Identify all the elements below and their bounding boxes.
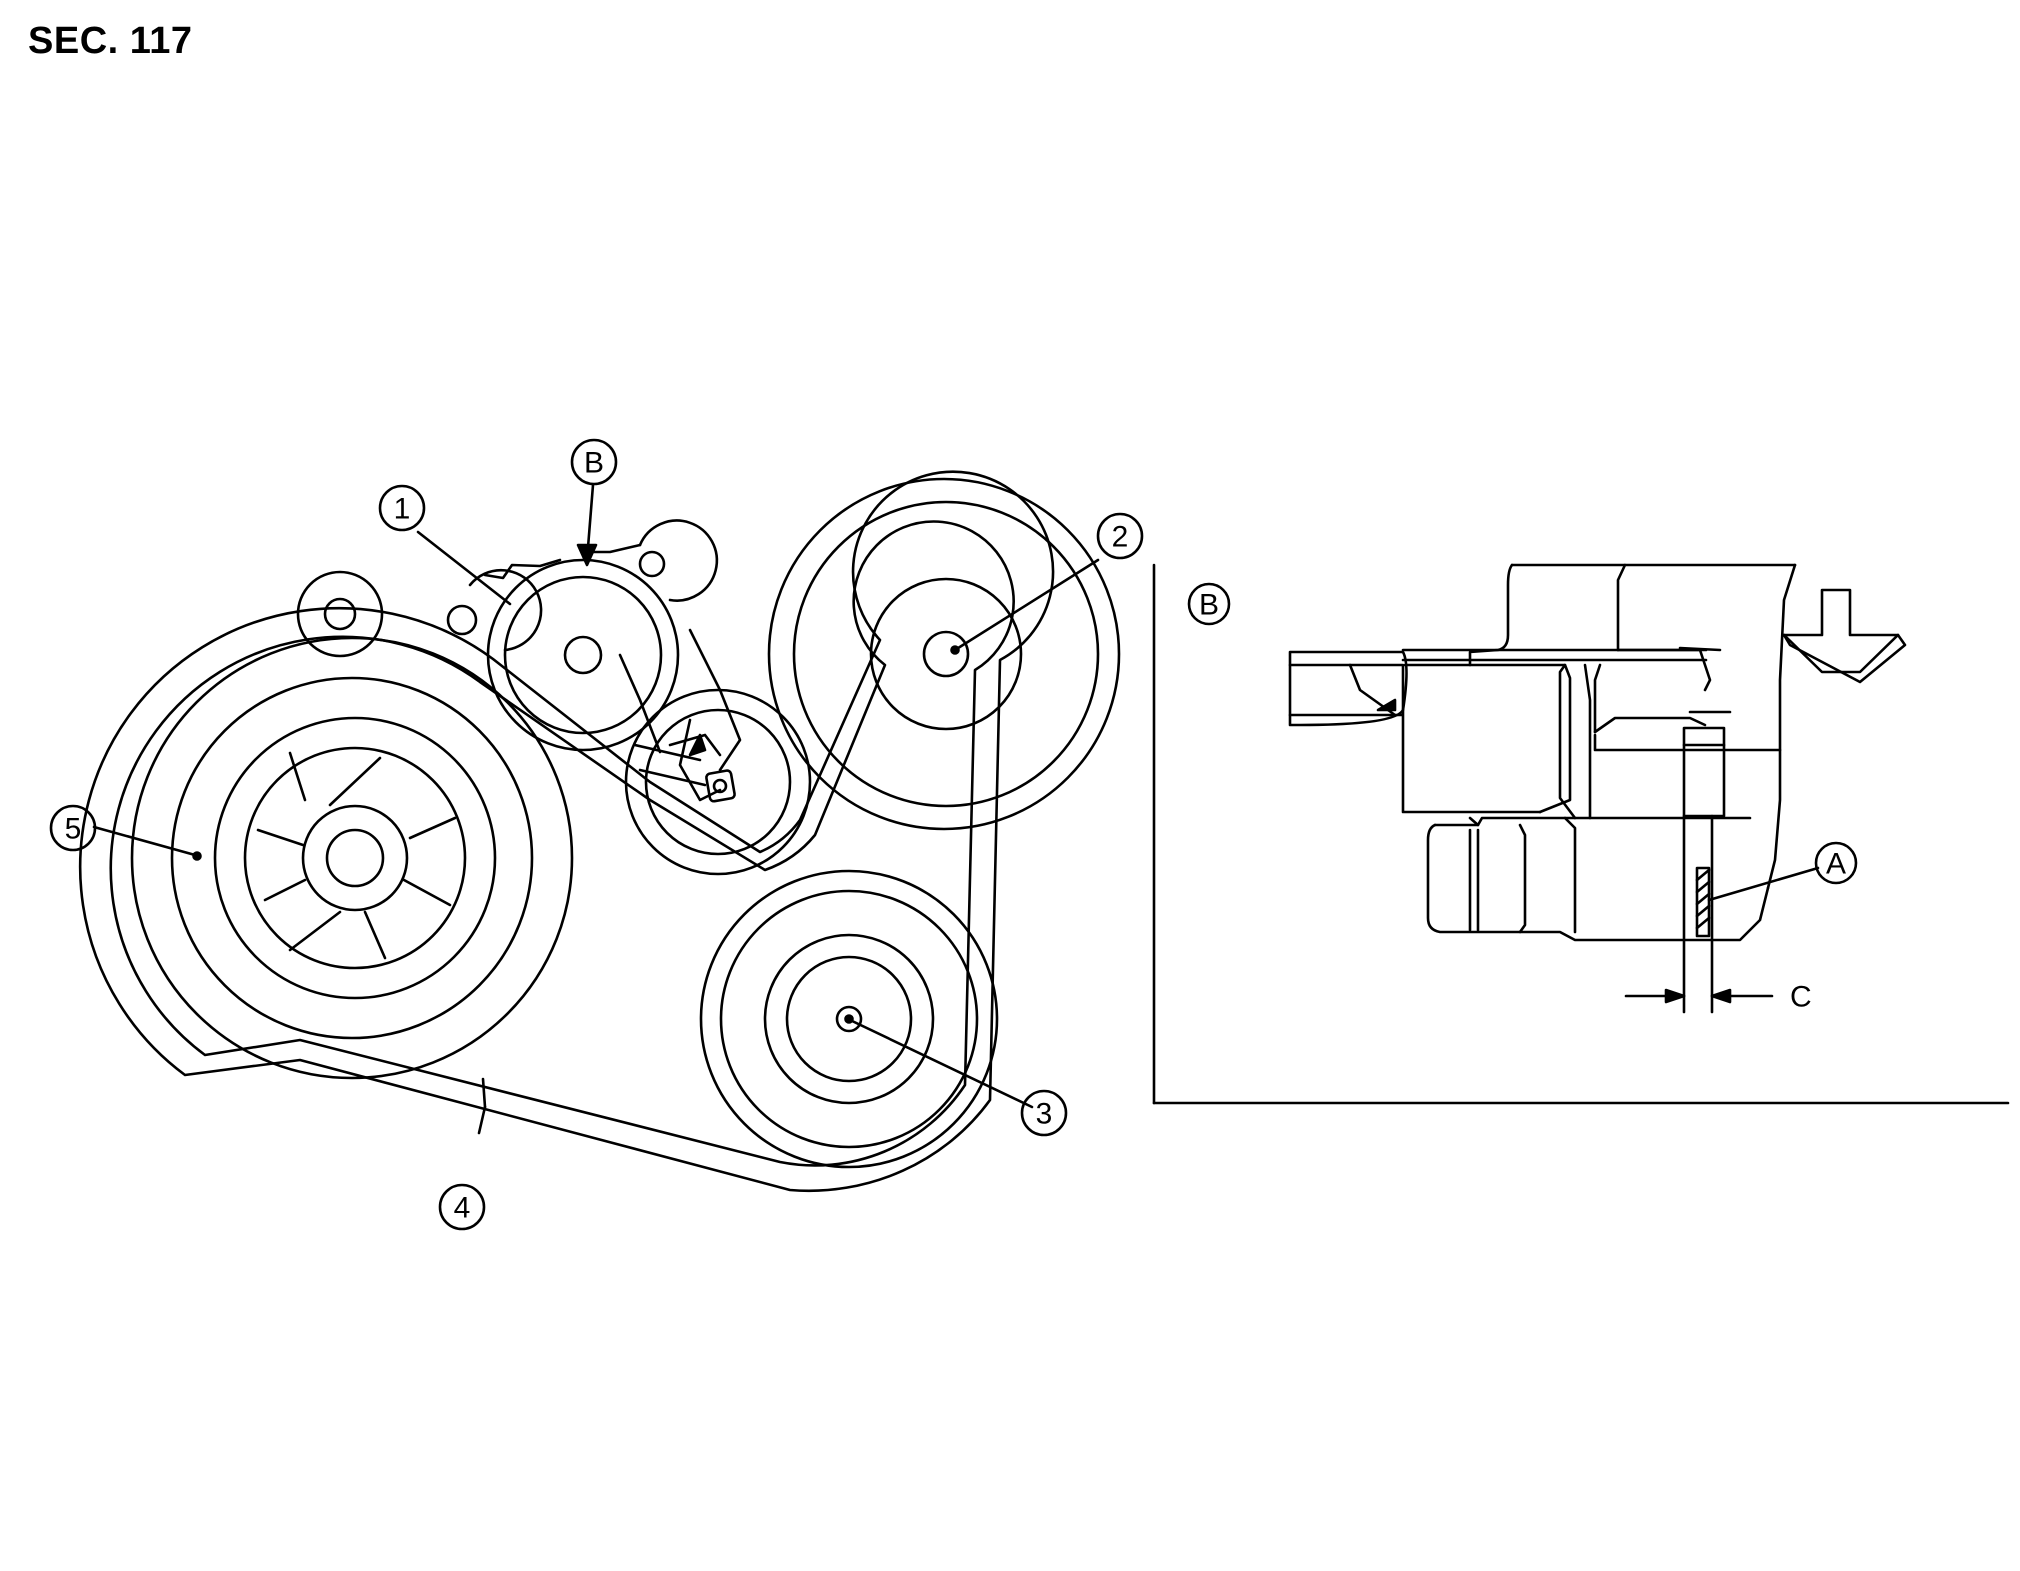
callout-b: B bbox=[570, 438, 618, 486]
detail-frame bbox=[1152, 563, 2010, 1105]
svg-text:B: B bbox=[584, 447, 604, 480]
water-pump-pulley bbox=[699, 869, 999, 1169]
idler-pulley bbox=[624, 688, 812, 876]
view-direction-arrow-icon bbox=[1782, 588, 1907, 684]
detail-view-b: B bbox=[1152, 563, 2010, 1105]
range-c-dimension: C bbox=[1624, 814, 1812, 1014]
svg-text:1: 1 bbox=[394, 493, 411, 526]
callout-detail-b: B bbox=[1187, 582, 1231, 626]
leader-lines bbox=[92, 483, 1100, 1135]
callout-5: 5 bbox=[49, 804, 97, 852]
svg-text:5: 5 bbox=[65, 813, 82, 846]
svg-text:2: 2 bbox=[1112, 521, 1129, 554]
callout-3: 3 bbox=[1020, 1089, 1068, 1137]
callout-a: A bbox=[1707, 841, 1858, 902]
svg-text:B: B bbox=[1199, 589, 1219, 622]
tensioner-body-detail bbox=[1288, 563, 1797, 942]
mounting-boss bbox=[296, 570, 384, 658]
section-number: SEC. 117 bbox=[28, 20, 193, 62]
tensioner-pulley bbox=[486, 558, 680, 752]
svg-text:A: A bbox=[1826, 848, 1846, 881]
svg-text:C: C bbox=[1790, 981, 1812, 1014]
drive-belt bbox=[78, 470, 1055, 1193]
svg-text:4: 4 bbox=[454, 1192, 471, 1225]
alternator-pulley bbox=[767, 477, 1121, 831]
belt-routing-view: 1 B 2 3 4 5 bbox=[49, 438, 1144, 1231]
callout-2: 2 bbox=[1096, 512, 1144, 560]
svg-text:3: 3 bbox=[1036, 1098, 1053, 1131]
callout-1: 1 bbox=[378, 484, 426, 532]
crankshaft-pulley bbox=[130, 636, 574, 1080]
pulley-spokes bbox=[256, 751, 457, 960]
callout-4: 4 bbox=[438, 1183, 486, 1231]
